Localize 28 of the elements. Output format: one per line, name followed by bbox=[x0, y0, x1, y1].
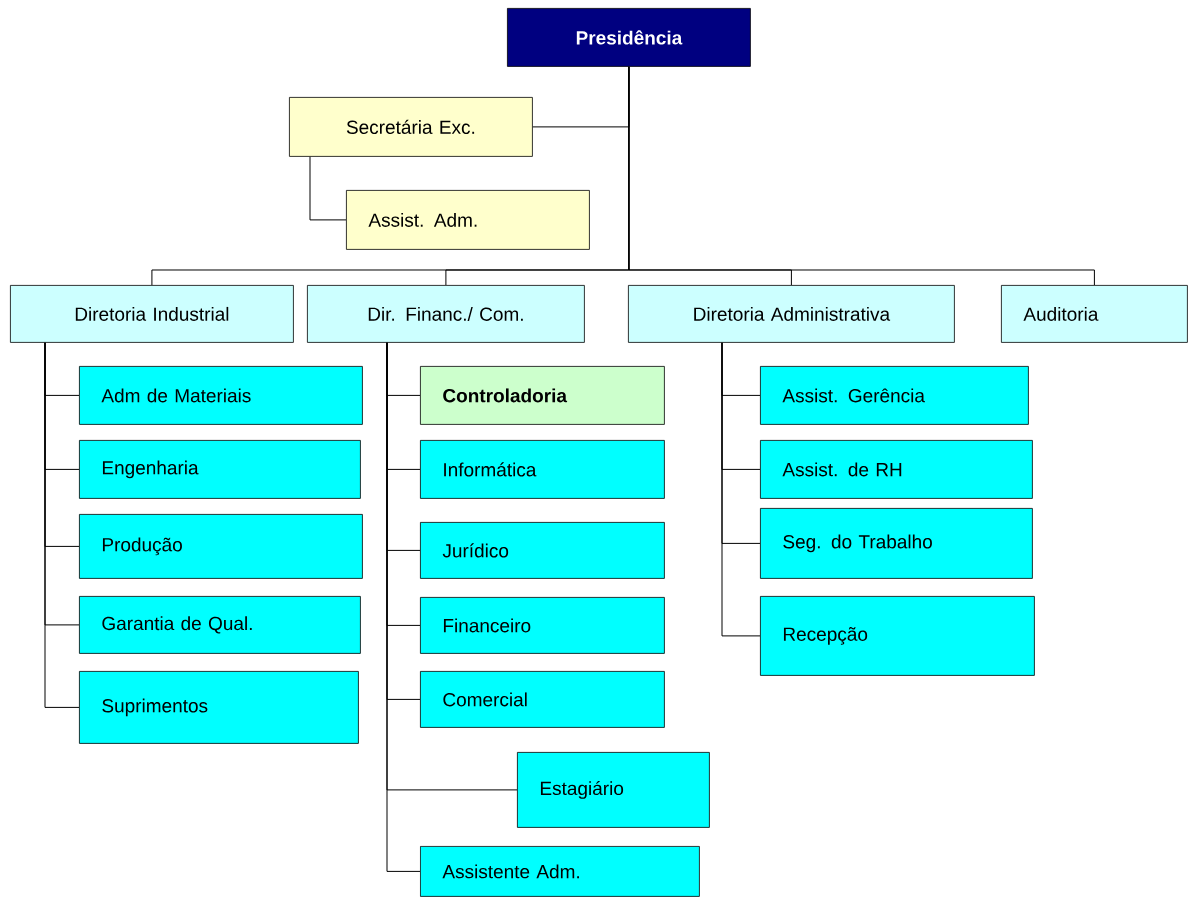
department-box: Auditoria bbox=[1001, 285, 1188, 343]
staff-box: Assist. Adm. bbox=[346, 190, 590, 250]
unit-box: Seg. do Trabalho bbox=[760, 508, 1033, 579]
unit-box: Assist. de RH bbox=[760, 440, 1033, 499]
unit-box: Engenharia bbox=[79, 440, 361, 499]
unit-box: Adm de Materiais bbox=[79, 366, 363, 425]
staff-box: Secretária Exc. bbox=[289, 97, 533, 157]
unit-box: Financeiro bbox=[420, 597, 665, 654]
connector-line bbox=[44, 342, 80, 708]
department-box: Diretoria Administrativa bbox=[628, 285, 955, 343]
department-box: Diretoria Industrial bbox=[10, 285, 294, 343]
unit-box: Comercial bbox=[420, 671, 665, 728]
unit-box: Informática bbox=[420, 440, 665, 499]
unit-box: Suprimentos bbox=[79, 671, 359, 744]
connector-line bbox=[721, 342, 761, 637]
unit-box: Controladoria bbox=[420, 366, 665, 425]
unit-box: Assistente Adm. bbox=[420, 846, 700, 897]
unit-box: Recepção bbox=[760, 596, 1035, 676]
unit-box: Estagiário bbox=[517, 752, 710, 828]
connector-line bbox=[628, 66, 1095, 286]
unit-box: Jurídico bbox=[420, 522, 665, 579]
unit-box: Assist. Gerência bbox=[760, 366, 1029, 425]
department-box: Dir. Financ./ Com. bbox=[307, 285, 585, 343]
top-box: Presidência bbox=[507, 8, 751, 67]
connector-line bbox=[309, 156, 347, 221]
unit-box: Garantia de Qual. bbox=[79, 596, 361, 654]
connector-line bbox=[386, 342, 421, 872]
unit-box: Produção bbox=[79, 514, 363, 579]
